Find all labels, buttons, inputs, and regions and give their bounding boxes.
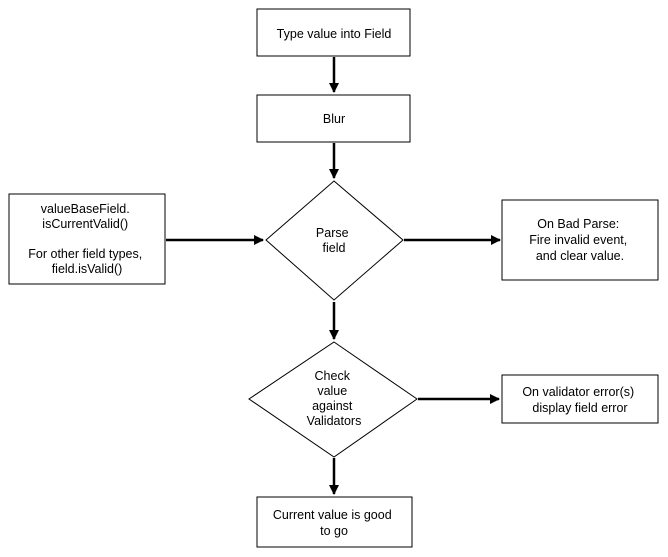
validator-error-line: On validator error(s) [522,385,634,399]
type-value-line: Type value into Field [277,27,392,41]
check-validators-line: value [317,384,347,398]
nodes [8,8,659,548]
parse-field-label: Parse field [316,226,352,255]
validator-error-box [501,374,659,424]
current-good-line: Current value is good [273,508,392,522]
current-good-box [256,496,413,548]
value-base-field-line: For other field types, [28,247,142,261]
type-value-label: Type value into Field [277,27,392,41]
bad-parse-label: On Bad Parse: Fire invalid event, and cl… [529,217,630,263]
labels: Type value into Field Blur Parse field v… [28,27,637,538]
value-base-field-line: valueBaseField. [41,202,130,216]
check-validators-line: Validators [307,414,362,428]
bad-parse-line: and clear value. [536,249,624,263]
value-base-field-line: isCurrentValid() [42,217,128,231]
bad-parse-line: Fire invalid event, [529,233,627,247]
current-good-label: Current value is good to go [273,508,395,538]
bad-parse-line: On Bad Parse: [537,217,619,231]
validator-error-line: display field error [532,401,627,415]
blur-box [256,94,411,143]
check-validators-line: Check [315,369,351,383]
check-validators-diamond [248,341,418,458]
blur-label: Blur [323,112,345,126]
parse-field-line: Parse [316,226,349,240]
value-base-field-label: valueBaseField. isCurrentValid() For oth… [28,202,145,276]
check-validators-label: Check value against Validators [307,369,362,428]
validator-error-label: On validator error(s) display field erro… [522,385,637,415]
type-value-box [256,8,411,57]
check-validators-line: against [312,399,353,413]
blur-line: Blur [323,112,345,126]
value-base-field-line: field.isValid() [52,262,123,276]
parse-field-diamond [265,180,404,301]
current-good-line: to go [320,524,348,538]
edges [166,57,501,495]
bad-parse-box [501,199,659,281]
value-base-field-box [8,193,166,285]
parse-field-line: field [323,241,346,255]
